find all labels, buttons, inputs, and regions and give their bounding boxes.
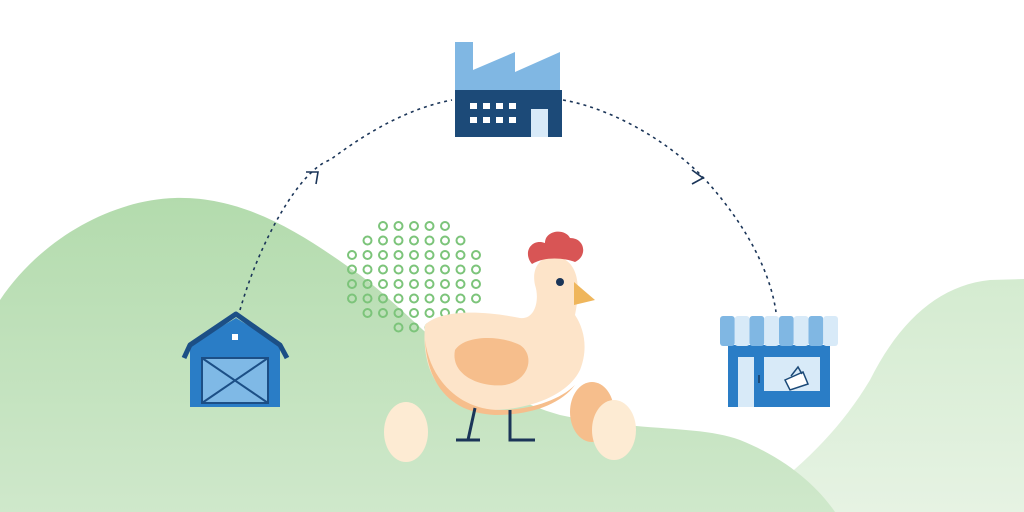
dot [440, 221, 450, 231]
dot [424, 279, 435, 289]
dot [378, 279, 388, 289]
egg-icon [570, 382, 636, 460]
dot [362, 279, 373, 289]
dot [455, 279, 466, 289]
awning-stripe [749, 316, 765, 346]
dot [362, 308, 373, 318]
dot [362, 293, 373, 304]
dot [424, 250, 435, 260]
hill-right [740, 279, 1024, 512]
dot [362, 235, 373, 246]
arrow-icon [306, 171, 319, 185]
dot [378, 308, 388, 318]
dot [440, 264, 450, 275]
awning-stripe [734, 316, 750, 346]
dot [471, 279, 481, 289]
dot [409, 221, 419, 231]
dot [409, 322, 419, 333]
dot [378, 235, 388, 246]
dot [393, 264, 404, 275]
dot [409, 293, 419, 304]
dot [455, 250, 466, 260]
store-icon [720, 316, 838, 407]
barn-icon [181, 311, 290, 407]
dot [393, 293, 404, 304]
dot [409, 279, 419, 289]
dot [424, 264, 435, 275]
dot [471, 293, 481, 304]
egg-icon [384, 402, 428, 462]
dot [455, 264, 466, 275]
dot [393, 279, 404, 289]
dot [424, 293, 435, 304]
dot [393, 221, 404, 231]
dot [424, 308, 435, 318]
dot [393, 322, 404, 333]
dot [378, 250, 388, 260]
dot [409, 264, 419, 275]
dot-pattern [347, 221, 481, 333]
awning-stripe [793, 316, 809, 346]
dot [378, 293, 388, 304]
dot [393, 250, 404, 260]
dot [455, 235, 466, 246]
dot [347, 264, 357, 275]
dot [347, 279, 357, 289]
dot [409, 308, 419, 318]
dot [347, 293, 357, 304]
chicken-illustration [424, 231, 595, 442]
awning-stripe [808, 316, 824, 346]
awning-stripe [764, 316, 779, 346]
dot [393, 235, 404, 246]
dot [378, 264, 388, 275]
awning-stripe [823, 316, 838, 346]
dot [440, 293, 450, 304]
dot [424, 221, 435, 231]
dot [440, 279, 450, 289]
factory-icon [455, 42, 562, 137]
dot [362, 264, 373, 275]
dot [409, 250, 419, 260]
dot [471, 264, 481, 275]
dot [440, 250, 450, 260]
route-arc-right [562, 99, 777, 313]
dot [409, 235, 419, 246]
dot [471, 250, 481, 260]
awning-stripe [720, 316, 735, 346]
dot [362, 250, 373, 260]
dot [378, 221, 388, 231]
dot [440, 235, 450, 246]
dot [393, 308, 404, 318]
dot [347, 250, 357, 260]
dot [424, 235, 435, 246]
awning-stripe [779, 316, 794, 346]
arrow-icon [691, 169, 705, 185]
dot [455, 293, 466, 304]
hill-left [0, 197, 835, 512]
